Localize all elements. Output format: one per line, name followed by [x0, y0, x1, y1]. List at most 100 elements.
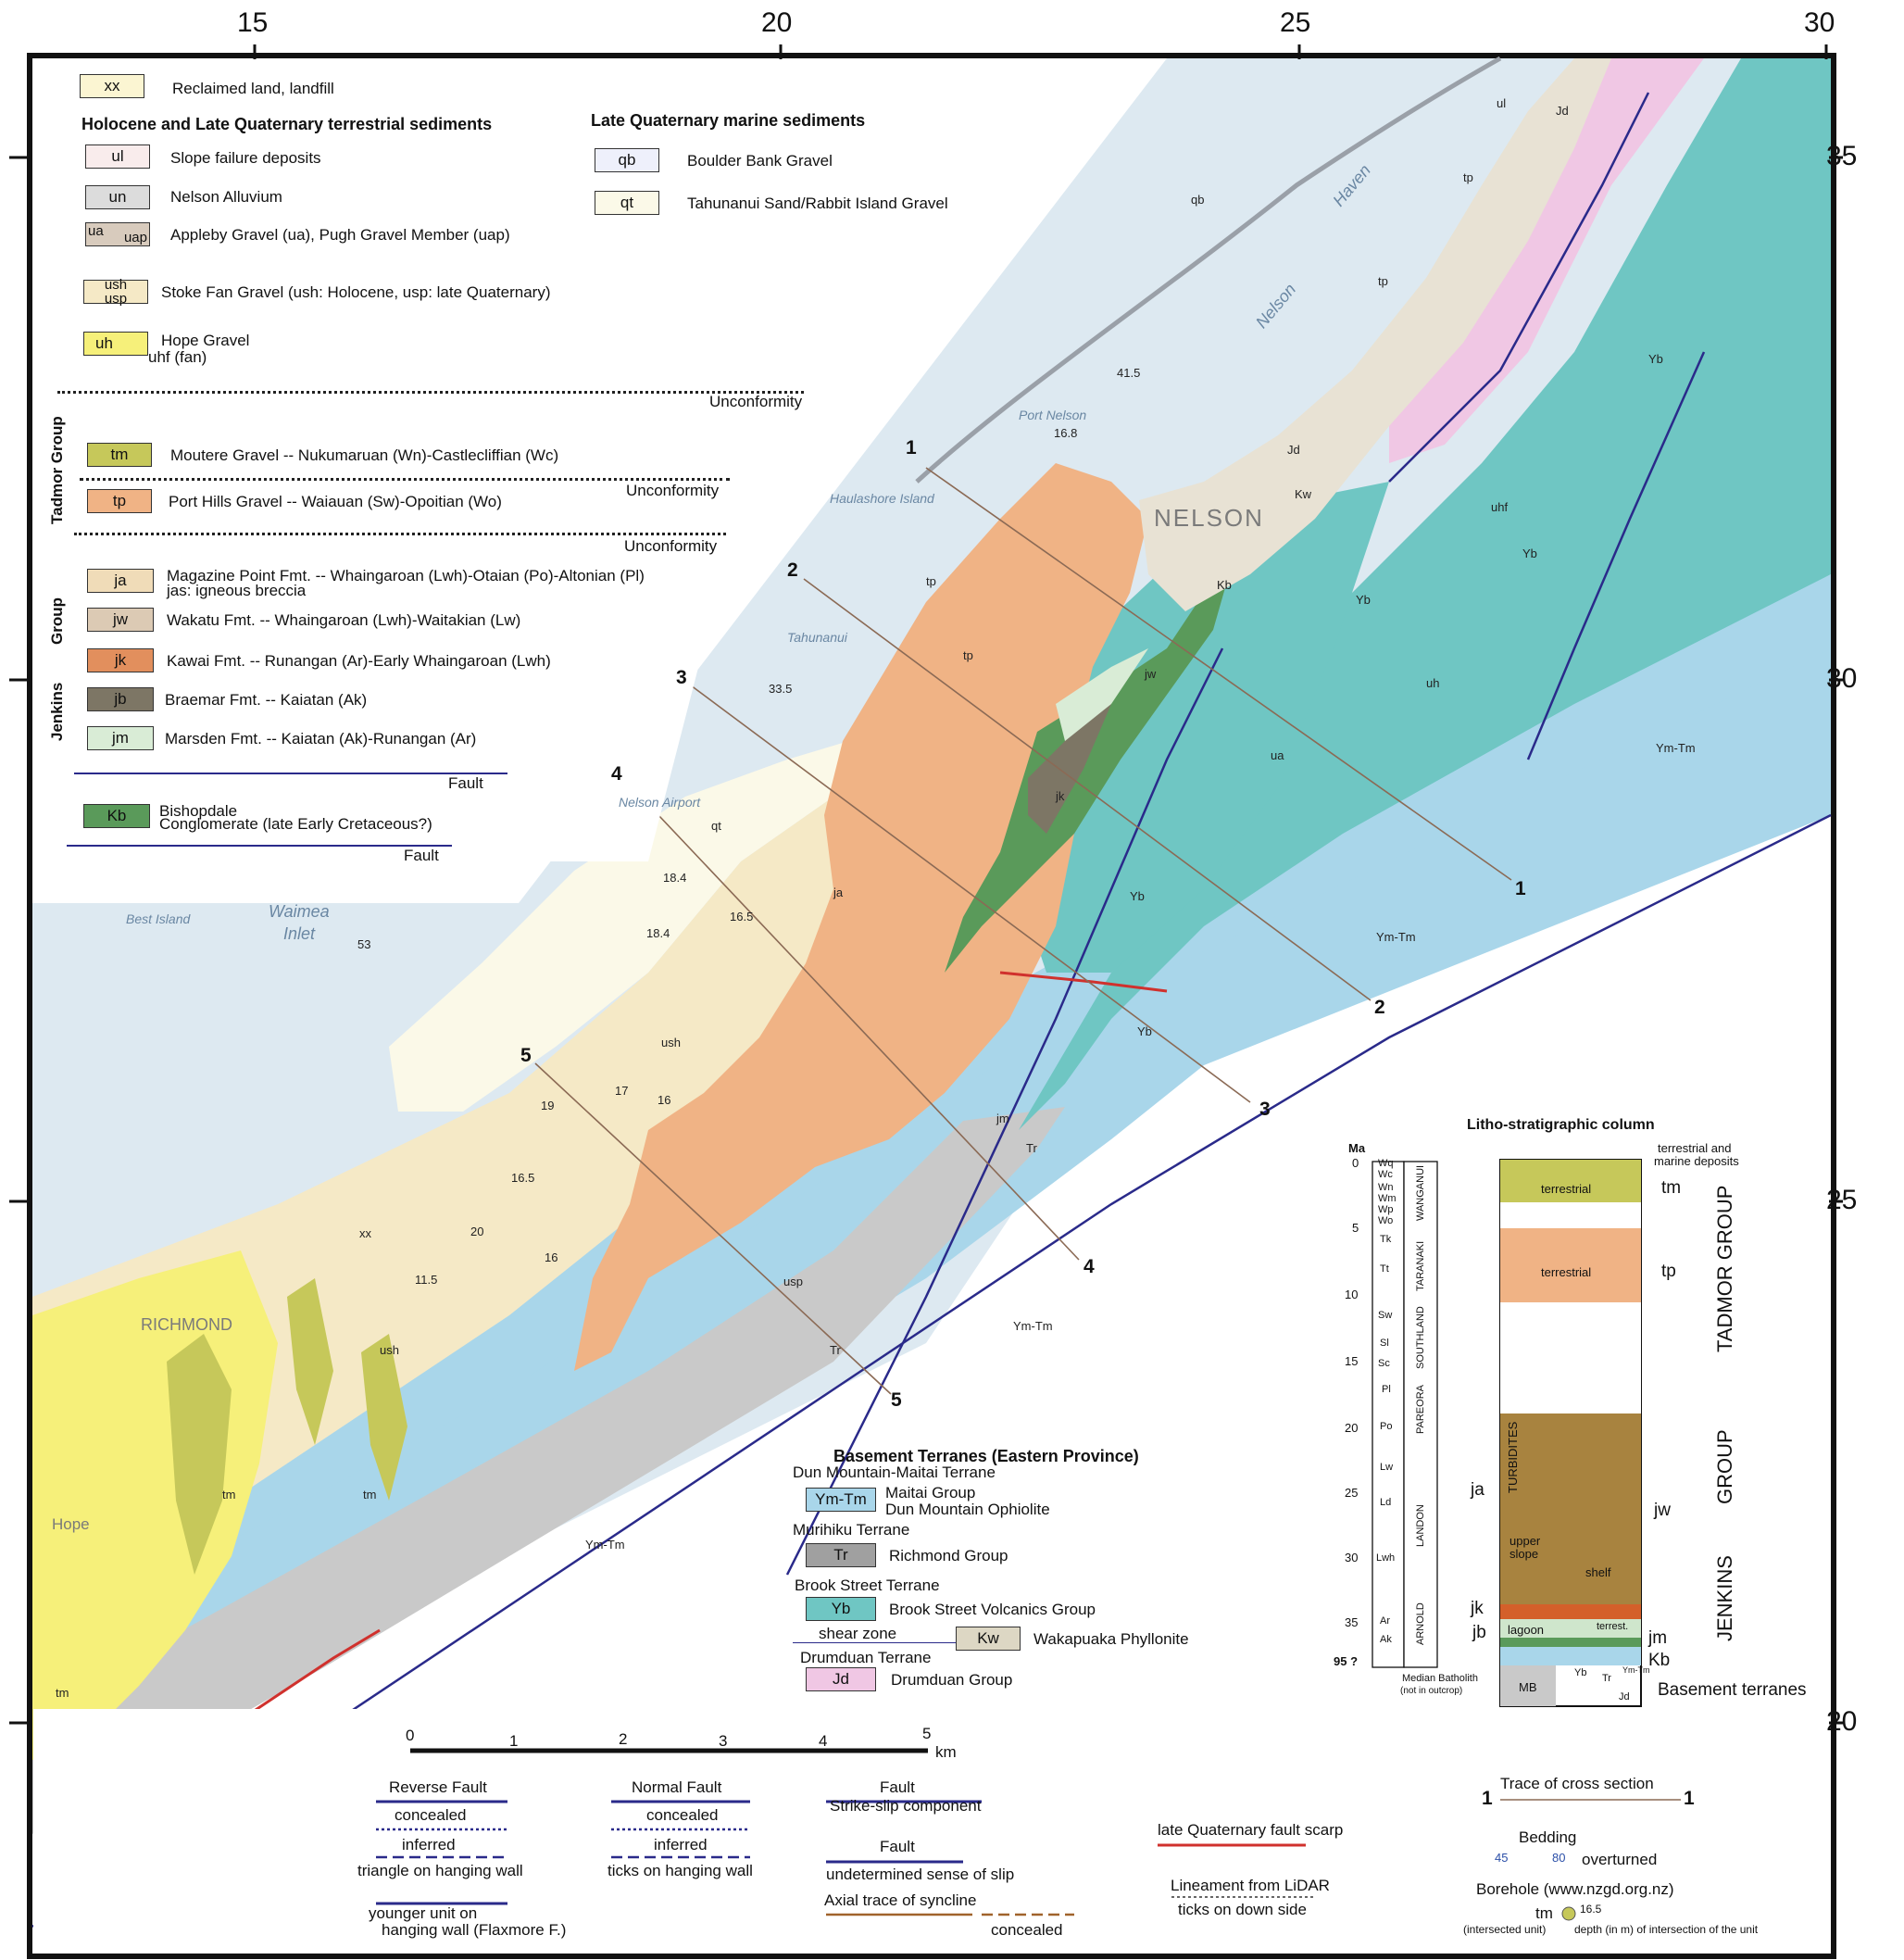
age-15: 15	[1345, 1354, 1359, 1368]
col-unit-tm: tm	[1661, 1178, 1682, 1198]
sym-reverse: Reverse Fault	[389, 1778, 487, 1796]
map-label: Ym-Tm	[1013, 1319, 1053, 1333]
series-landon: LANDON	[1415, 1504, 1426, 1547]
sym-down-side: ticks on down side	[1178, 1901, 1307, 1918]
legend-fault-line-2	[67, 845, 452, 847]
col-jm	[1500, 1619, 1641, 1638]
series-taranaki: TARANAKI	[1415, 1240, 1426, 1291]
map-label: ua	[1271, 748, 1284, 762]
map-label: 16.5	[511, 1171, 535, 1185]
legend-bishopdale-a: Bishopdale	[159, 802, 238, 820]
age-95: 95 ?	[1334, 1654, 1359, 1668]
legend-tahunanui: Tahunanui Sand/Rabbit Island Gravel	[687, 195, 948, 212]
sym-strike-slip: Strike-slip component	[830, 1797, 982, 1815]
col-terrestrial-tp: terrestrial	[1541, 1265, 1592, 1279]
bottom-legend-panel	[33, 1709, 1828, 1954]
series-southland: SOUTHLAND	[1415, 1306, 1426, 1369]
map-label: uhf	[1491, 500, 1509, 514]
swatch-qt: qt	[595, 191, 659, 215]
swatch-qb: qb	[595, 148, 659, 172]
section-line-1	[925, 467, 1512, 881]
col-unit-jk: jk	[1471, 1599, 1484, 1618]
unit-tr	[32, 1107, 1065, 1834]
map-label: Ym-Tm	[1376, 930, 1416, 944]
legend-hope-fan: uhf (fan)	[148, 348, 207, 366]
age-20: 20	[1345, 1421, 1359, 1435]
col-group-jenkins: JENKINS	[1713, 1555, 1736, 1641]
map-label: ja	[833, 886, 844, 899]
series-wanganui: WANGANUI	[1415, 1164, 1426, 1221]
unit-tm-a	[167, 1334, 232, 1575]
age-0: 0	[1352, 1156, 1359, 1170]
map-label: tp	[926, 574, 936, 588]
sym-reverse-inferred: inferred	[402, 1836, 456, 1853]
basement-richmond: Richmond Group	[889, 1547, 1008, 1564]
place-waimea: Waimea	[269, 902, 330, 921]
col-turbidites: TURBIDITES	[1506, 1421, 1520, 1493]
swatch-tr: Tr	[806, 1543, 876, 1567]
map-label: Yb	[1648, 352, 1663, 366]
col-jk	[1500, 1604, 1641, 1619]
sym-lineament: Lineament from LiDAR	[1171, 1877, 1330, 1894]
swatch-uh: uh	[83, 332, 148, 356]
map-label: uh	[1426, 676, 1440, 690]
map-label: qb	[1191, 193, 1205, 207]
shear-zone-line	[793, 1642, 956, 1643]
swatch-kw: Kw	[956, 1627, 1021, 1651]
legend-hope: Hope Gravel	[161, 332, 250, 349]
sym-undetermined: undetermined sense of slip	[826, 1866, 1015, 1883]
sym-trace-num-a: 1	[1482, 1788, 1493, 1809]
unconformity-label-1: Unconformity	[709, 393, 803, 410]
scale-tick-4: 4	[819, 1732, 828, 1750]
unit-tm-c	[361, 1334, 407, 1501]
scale-tick-2: 2	[619, 1730, 628, 1748]
grid-x-15: 15	[237, 7, 269, 38]
swatch-ul: ul	[85, 144, 150, 169]
swatch-un: un	[85, 185, 150, 209]
sym-syncline: Axial trace of syncline	[824, 1891, 977, 1909]
scale-unit: km	[935, 1743, 957, 1761]
unit-jm	[1056, 648, 1148, 741]
jenkins-label: Jenkins	[48, 682, 66, 741]
group-label: Group	[48, 597, 66, 645]
map-label: ul	[1497, 96, 1507, 110]
col-terrestrial-tm: terrestrial	[1541, 1182, 1592, 1196]
sym-fault-ss: Fault	[880, 1778, 915, 1796]
stage-ak: Ak	[1380, 1634, 1392, 1645]
eighty-eight-scarp	[249, 1628, 381, 1715]
col-unit-ja: ja	[1471, 1480, 1484, 1500]
map-label: jk	[1056, 789, 1065, 803]
unit-jd	[1389, 58, 1704, 463]
sym-younger-a: younger unit on	[369, 1904, 478, 1922]
stage-wq: Wq	[1378, 1158, 1394, 1169]
map-label: 33.5	[769, 682, 793, 696]
age-10: 10	[1345, 1288, 1359, 1301]
grid-y-25: 25	[1826, 1185, 1858, 1215]
unit-urban-fill	[1139, 58, 1611, 611]
swatch-jw: jw	[87, 608, 154, 632]
swatch-ja: ja	[87, 569, 154, 593]
swatch-jk: jk	[87, 648, 154, 672]
stage-wc: Wc	[1378, 1169, 1393, 1180]
legend-boulder: Boulder Bank Gravel	[687, 152, 833, 170]
tadmor-group-label: Tadmor Group	[48, 416, 66, 524]
col-unit-tp: tp	[1661, 1262, 1676, 1281]
unit-ymtm	[32, 482, 1831, 1954]
unit-ymtm-belt	[32, 648, 1831, 1954]
section-3-start: 3	[676, 667, 687, 688]
legend-braemar: Braemar Fmt. -- Kaiatan (Ak)	[165, 691, 368, 709]
col-kb	[1500, 1638, 1641, 1647]
col-basement	[1500, 1647, 1641, 1665]
map-label: Kw	[1295, 487, 1312, 501]
sym-borehole: Borehole (www.nzgd.org.nz)	[1476, 1880, 1674, 1898]
map-label: jw	[1145, 667, 1157, 681]
unconformity-label-3: Unconformity	[624, 537, 718, 555]
map-label: qt	[711, 819, 721, 833]
legend-appleby: Appleby Gravel (ua), Pugh Gravel Member …	[170, 226, 510, 244]
map-label: Yb	[1137, 1024, 1152, 1038]
place-tahunanui: Tahunanui	[787, 630, 847, 645]
swatch-tm: tm	[87, 443, 152, 467]
col-unit-jm: jm	[1648, 1628, 1668, 1648]
